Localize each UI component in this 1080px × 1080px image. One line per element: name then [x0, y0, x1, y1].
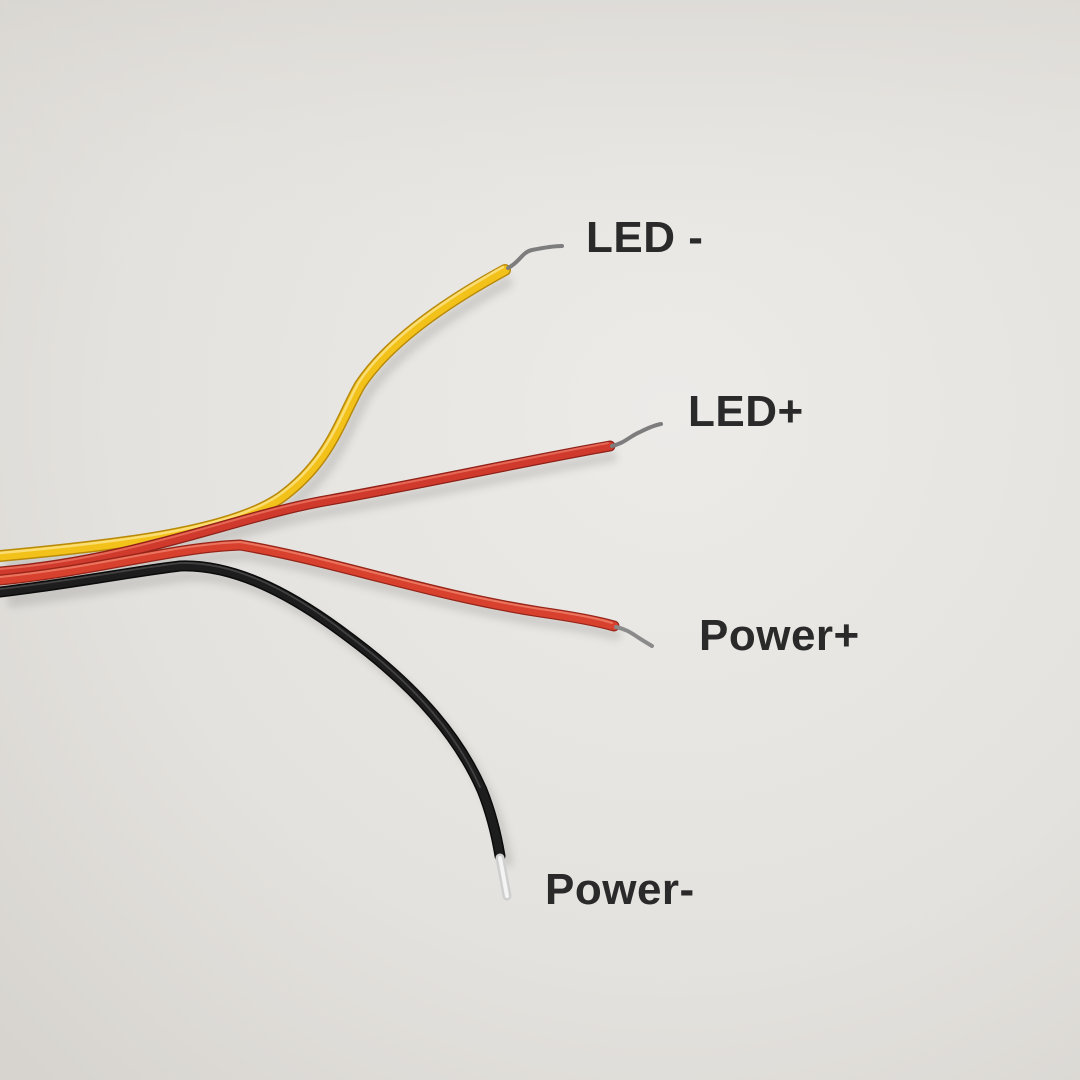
yellow-wire-tip	[506, 244, 564, 270]
black-wire	[0, 560, 512, 901]
label-led-plus: LED+	[688, 387, 804, 436]
label-led-minus: LED -	[586, 213, 704, 262]
red-wire-upper-tip	[610, 422, 663, 448]
red-wire-lower-tip	[614, 625, 654, 648]
red-wire-upper	[0, 422, 663, 578]
yellow-wire	[0, 244, 564, 562]
red-wire-lower	[0, 539, 654, 648]
label-power-minus: Power-	[545, 865, 695, 914]
label-power-plus: Power+	[699, 611, 860, 660]
